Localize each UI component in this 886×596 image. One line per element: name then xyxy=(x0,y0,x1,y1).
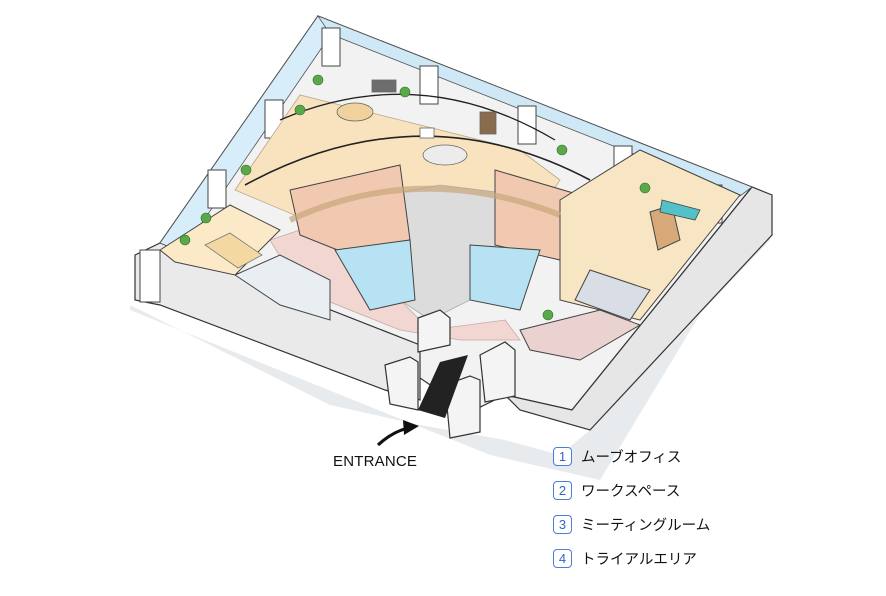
lighting-arc-2 xyxy=(279,93,556,141)
legend-label: トライアルエリア xyxy=(581,552,697,568)
legend-number-badge: 1 xyxy=(553,447,572,466)
legend-number-badge: 2 xyxy=(553,481,572,500)
entrance-label: ENTRANCE xyxy=(333,453,418,470)
legend-label: ミーティングルーム xyxy=(581,518,711,534)
meeting-glass-left xyxy=(334,239,416,311)
meeting-table-left xyxy=(204,232,263,269)
legend-item-workspace: 2 ワークスペース xyxy=(553,479,710,502)
trial-partition xyxy=(574,269,651,321)
legend-item-meeting-room: 3 ミーティングルーム xyxy=(553,513,710,536)
teal-bench xyxy=(659,199,701,221)
room-lower-left xyxy=(233,254,331,321)
entrance-arrow-icon xyxy=(376,426,409,447)
entrance-arrowhead xyxy=(403,420,419,435)
legend-label: ムーブオフィス xyxy=(581,450,682,466)
legend-label: ワークスペース xyxy=(581,484,681,500)
meeting-room-right xyxy=(519,309,642,361)
legend-number-badge: 4 xyxy=(553,549,572,568)
plants xyxy=(179,74,651,321)
lighting-arc xyxy=(244,135,591,186)
move-office-furniture xyxy=(336,79,497,166)
outer-wall-right xyxy=(503,186,773,431)
legend: 1 ムーブオフィス 2 ワークスペース 3 ミーティングルーム 4 トライアルエ… xyxy=(553,445,710,581)
entrance-walls xyxy=(384,309,516,439)
floor-shadow xyxy=(130,195,772,480)
legend-number-badge: 3 xyxy=(553,515,572,534)
meeting-glass-right xyxy=(469,244,541,311)
legend-item-trial-area: 4 トライアルエリア xyxy=(553,547,710,570)
legend-item-move-office: 1 ムーブオフィス xyxy=(553,445,710,468)
entrance-floor xyxy=(418,355,468,418)
seating-arc xyxy=(288,185,562,223)
